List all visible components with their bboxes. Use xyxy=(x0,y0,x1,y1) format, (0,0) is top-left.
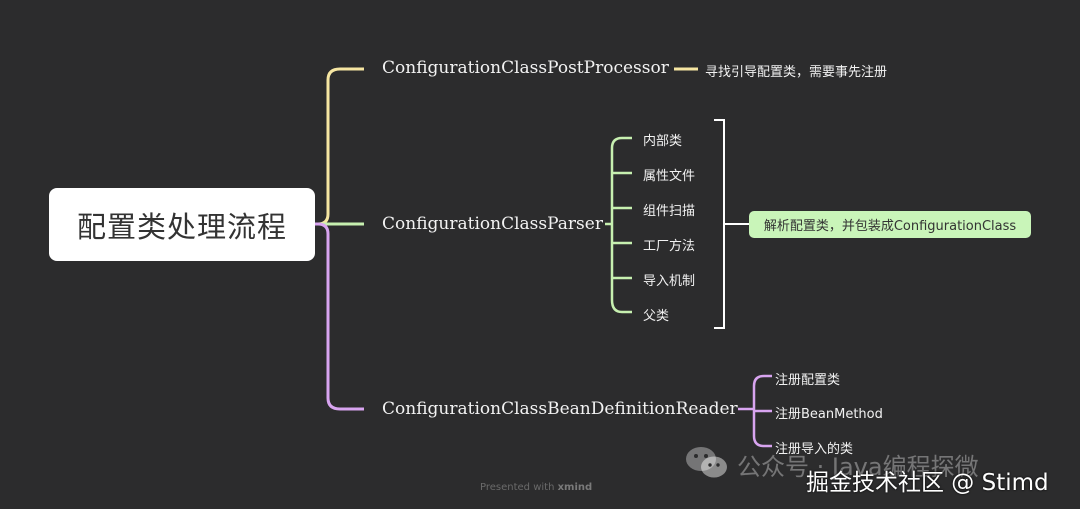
branch-3-children-connector xyxy=(738,374,772,448)
footer-credit: Presented with xmind xyxy=(480,482,592,493)
branch-1-topic[interactable]: ConfigurationClassPostProcessor xyxy=(382,58,669,78)
branch-3-child-register-config[interactable]: 注册配置类 xyxy=(775,373,841,388)
footer-brand: xmind xyxy=(557,482,593,493)
branch-2-child-import-mechanism[interactable]: 导入机制 xyxy=(643,274,696,289)
branch-3-child-register-beanmethod[interactable]: 注册BeanMethod xyxy=(775,407,883,422)
branch-3-topic[interactable]: ConfigurationClassBeanDefinitionReader xyxy=(382,399,738,419)
branch-2-child-factory-method[interactable]: 工厂方法 xyxy=(643,239,696,254)
branch-2-children-connector xyxy=(605,136,632,314)
summary-bracket xyxy=(714,119,749,329)
branch-2-child-component-scan[interactable]: 组件扫描 xyxy=(643,204,696,219)
credit-text: 掘金技术社区 @ Stimd xyxy=(806,470,1049,496)
root-title: 配置类处理流程 xyxy=(76,209,287,244)
branch-2-child-property-file[interactable]: 属性文件 xyxy=(643,169,696,184)
branch-1-summary[interactable]: 寻找引导配置类，需要事先注册 xyxy=(705,65,888,80)
branch-2-summary-note[interactable]: 解析配置类，并包装成ConfigurationClass xyxy=(749,211,1031,238)
footer-prefix: Presented with xyxy=(480,482,555,493)
root-topic[interactable]: 配置类处理流程 xyxy=(49,188,315,261)
branch-2-child-inner-class[interactable]: 内部类 xyxy=(643,134,683,149)
branch-3-child-register-imported[interactable]: 注册导入的类 xyxy=(775,442,854,457)
branch-2-topic[interactable]: ConfigurationClassParser xyxy=(382,214,603,234)
branch-2-child-parent-class[interactable]: 父类 xyxy=(643,309,670,324)
branch-3-connector xyxy=(315,222,364,411)
wechat-icon xyxy=(686,447,727,478)
branch-1-connector xyxy=(315,67,364,226)
branch-2-summary-text: 解析配置类，并包装成ConfigurationClass xyxy=(763,219,1017,234)
watermark-text: 公众号 · Java编程探微 xyxy=(737,453,979,481)
